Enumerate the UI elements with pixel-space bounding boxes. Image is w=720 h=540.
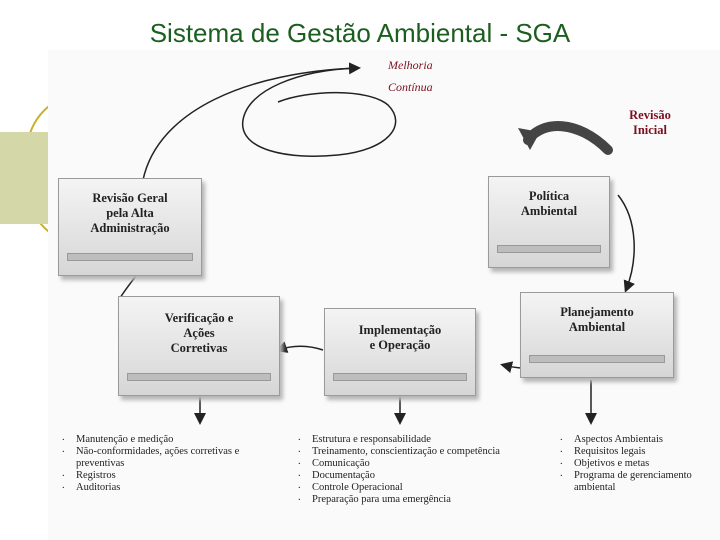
checking-items-list: Manutenção e medição Não-conformidades, … — [60, 432, 278, 494]
decorative-block — [0, 132, 51, 224]
continuous-improvement-label: Melhoria Contínua — [388, 54, 433, 98]
planning-line1: Planejamento — [560, 305, 634, 319]
list-item: Registros — [60, 468, 278, 482]
environmental-policy-line2: Ambiental — [520, 204, 578, 218]
box-band — [497, 245, 601, 253]
management-review-line1: Revisão Geral — [92, 191, 168, 205]
continuous-improvement-arrow — [142, 62, 361, 181]
box-band — [127, 373, 271, 381]
planning-items-list: Aspectos Ambientais Requisitos legais Ob… — [558, 432, 710, 494]
checking-line3: Corretivas — [170, 341, 228, 355]
environmental-policy-box: Política Ambiental — [488, 176, 610, 268]
initial-review-arrow — [523, 121, 613, 155]
cycle-arrows — [119, 62, 635, 425]
checking-line1: Verificação e — [164, 311, 234, 325]
environmental-policy-line1: Política — [528, 189, 570, 203]
management-review-line3: Administração — [90, 221, 170, 235]
list-item: Preparação para uma emergência — [296, 492, 530, 506]
list-item: Requisitos legais — [558, 444, 710, 458]
box-band — [333, 373, 467, 381]
list-item: Treinamento, conscientização e competênc… — [296, 444, 530, 458]
list-item: Objetivos e metas — [558, 456, 710, 470]
implementation-line2: e Operação — [369, 338, 431, 352]
planning-line2: Ambiental — [568, 320, 626, 334]
box-band — [529, 355, 665, 363]
environmental-planning-box: Planejamento Ambiental — [520, 292, 674, 378]
continuous-improvement-line2: Contínua — [388, 80, 433, 94]
implementation-line1: Implementação — [358, 323, 442, 337]
list-item: Programa de gerenciamento ambiental — [558, 468, 710, 494]
checking-corrective-actions-box: Verificação e Ações Corretivas — [118, 296, 280, 396]
list-item: Controle Operacional — [296, 480, 530, 494]
checking-line2: Ações — [183, 326, 215, 340]
list-item: Documentação — [296, 468, 530, 482]
list-item: Comunicação — [296, 456, 530, 470]
continuous-improvement-line1: Melhoria — [388, 58, 433, 72]
initial-review-label: Revisão Inicial — [610, 108, 690, 138]
list-item: Aspectos Ambientais — [558, 432, 710, 446]
improvement-loop — [242, 67, 397, 157]
policy-to-planning-arrow — [617, 194, 635, 293]
list-item: Auditorias — [60, 480, 278, 494]
list-item: Estrutura e responsabilidade — [296, 432, 530, 446]
sga-cycle-diagram: Melhoria Contínua Revisão Inicial Revisã… — [48, 50, 720, 540]
implementation-to-checking-arrow — [275, 341, 324, 353]
management-review-box: Revisão Geral pela Alta Administração — [58, 178, 202, 276]
initial-review-line2: Inicial — [632, 123, 668, 137]
implementation-items-list: Estrutura e responsabilidade Treinamento… — [296, 432, 530, 506]
box-band — [67, 253, 193, 261]
page-title: Sistema de Gestão Ambiental - SGA — [149, 18, 571, 48]
initial-review-line1: Revisão — [629, 108, 671, 122]
list-item: Manutenção e medição — [60, 432, 278, 446]
management-review-line2: pela Alta — [106, 206, 154, 220]
implementation-box: Implementação e Operação — [324, 308, 476, 396]
list-item: Não-conformidades, ações corretivas e pr… — [60, 444, 278, 470]
